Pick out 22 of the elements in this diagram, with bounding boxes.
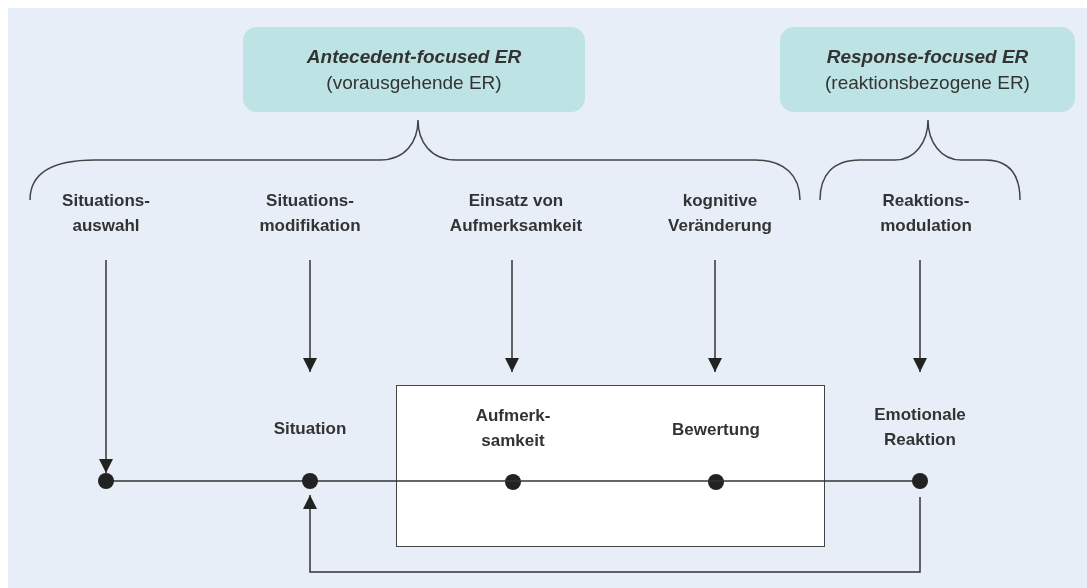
stage-frame — [396, 385, 825, 547]
category-subtitle: (reaktionsbezogene ER) — [825, 70, 1030, 95]
arrow — [99, 259, 113, 474]
stage-label: Aufmerk- samkeit — [474, 405, 552, 452]
stage-label: Emotionale Reaktion — [873, 404, 967, 451]
arrow — [505, 259, 519, 373]
category-title: Response-focused ER — [826, 44, 1029, 69]
stage-label: Bewertung — [672, 419, 760, 441]
strategy-label: Situations- modifikation — [235, 188, 385, 248]
stage-label: Situation — [273, 418, 347, 440]
arrow — [708, 259, 722, 373]
strategy-label: Einsatz von Aufmerksamkeit — [436, 188, 596, 248]
strategy-label: Reaktions- modulation — [851, 188, 1001, 248]
category-subtitle: (vorausgehende ER) — [326, 70, 502, 95]
arrow — [303, 494, 921, 573]
strategy-label: kognitive Veränderung — [645, 188, 795, 248]
category-title: Antecedent-focused ER — [306, 44, 522, 69]
arrow — [913, 259, 927, 373]
category-box — [780, 27, 1075, 112]
arrow — [303, 259, 317, 373]
category-box — [243, 27, 585, 112]
strategy-label: Situations- auswahl — [41, 188, 171, 248]
